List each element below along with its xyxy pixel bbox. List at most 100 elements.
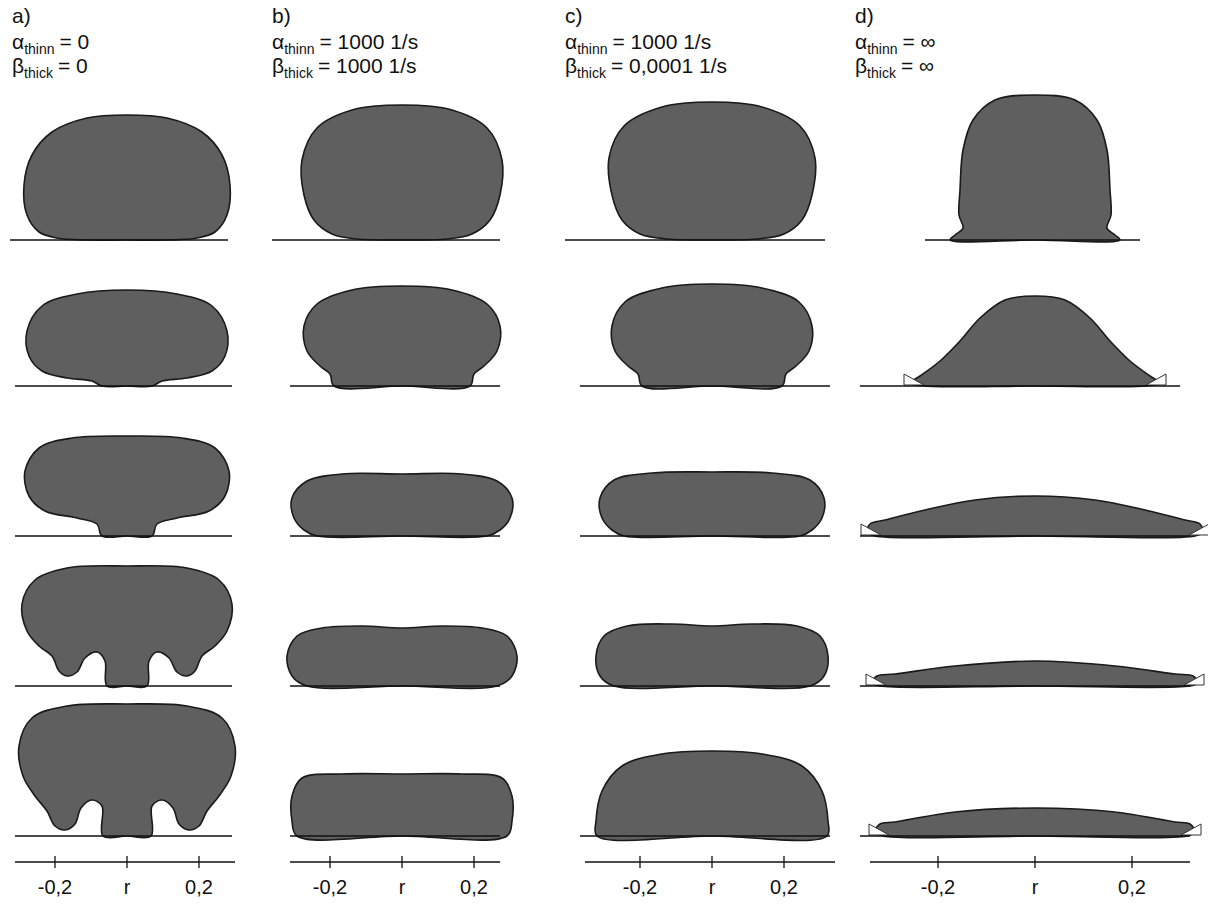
substrate-line bbox=[925, 239, 1140, 240]
drop-profile bbox=[595, 751, 829, 841]
drop-profile bbox=[303, 286, 500, 389]
axis-line bbox=[290, 861, 500, 862]
substrate-line bbox=[290, 385, 500, 386]
parameter-subscript: thick bbox=[577, 65, 606, 81]
axis-tick bbox=[329, 856, 330, 868]
axis-label: r bbox=[124, 876, 131, 898]
contact-wedge bbox=[1146, 374, 1166, 385]
axis-tick bbox=[639, 856, 640, 868]
substrate-line bbox=[15, 385, 232, 386]
axis-tick bbox=[473, 856, 474, 868]
axis-tick bbox=[401, 856, 402, 868]
axis-tick bbox=[198, 856, 199, 868]
parameter-symbol: α bbox=[565, 30, 577, 53]
contact-wedge bbox=[866, 674, 886, 685]
drop-shapes bbox=[19, 95, 1204, 841]
drop-profile bbox=[910, 296, 1160, 387]
parameter-value: = ∞ bbox=[901, 54, 934, 77]
axis-label: 0,2 bbox=[460, 876, 488, 898]
parameter-symbol: α bbox=[272, 30, 284, 53]
substrate-line bbox=[15, 835, 232, 836]
axis-tick bbox=[783, 856, 784, 868]
substrate-line bbox=[860, 835, 1190, 836]
substrate-line bbox=[580, 685, 830, 686]
axis-label: r bbox=[399, 876, 406, 898]
panel-letter: a) bbox=[12, 4, 31, 27]
parameter-subscript: thinn bbox=[577, 41, 607, 57]
axis-label: 0,2 bbox=[1118, 876, 1146, 898]
axis-label: -0,2 bbox=[921, 876, 955, 898]
axis-tick bbox=[1034, 856, 1035, 868]
axis-label: 0,2 bbox=[770, 876, 798, 898]
parameter-value: = 0 bbox=[58, 54, 88, 77]
panel-letter: d) bbox=[855, 4, 874, 27]
drop-profile bbox=[608, 102, 816, 240]
substrate-line bbox=[860, 385, 1180, 386]
r-axes bbox=[15, 856, 1190, 868]
panel-letter: b) bbox=[272, 4, 291, 27]
contact-wedge bbox=[904, 374, 924, 385]
axis-label: -0,2 bbox=[313, 876, 347, 898]
drop-profile bbox=[867, 496, 1203, 538]
axis-label: r bbox=[1032, 876, 1039, 898]
parameter-subscript: thinn bbox=[284, 41, 314, 57]
parameter-symbol: β bbox=[272, 54, 284, 77]
parameter-value: = 1000 1/s bbox=[318, 54, 417, 77]
drop-profile bbox=[287, 626, 517, 688]
drop-profile bbox=[291, 774, 513, 841]
substrate-line bbox=[272, 239, 500, 240]
axis-label: 0,2 bbox=[185, 876, 213, 898]
drop-profile bbox=[611, 284, 812, 389]
substrate-line bbox=[10, 239, 228, 240]
substrate-lines bbox=[10, 240, 1190, 836]
parameter-subscript: thick bbox=[284, 65, 313, 81]
axis-label: r bbox=[709, 876, 716, 898]
drop-profile bbox=[19, 704, 236, 838]
substrate-line bbox=[860, 535, 1190, 536]
substrate-line bbox=[290, 535, 500, 536]
contact-wedge bbox=[1181, 824, 1201, 835]
axis-tick bbox=[1131, 856, 1132, 868]
axis-tick bbox=[937, 856, 938, 868]
drop-profile bbox=[599, 472, 825, 538]
axis-tick bbox=[711, 856, 712, 868]
parameter-subscript: thick bbox=[24, 65, 53, 81]
drop-profile bbox=[24, 115, 231, 240]
panel-letter: c) bbox=[565, 4, 583, 27]
drop-profile bbox=[22, 566, 233, 688]
substrate-line bbox=[15, 685, 232, 686]
drop-profile bbox=[291, 473, 513, 537]
axis-tick bbox=[126, 856, 127, 868]
parameter-subscript: thinn bbox=[24, 41, 54, 57]
axis-tick bbox=[54, 856, 55, 868]
axis-label: -0,2 bbox=[623, 876, 657, 898]
parameter-subscript: thinn bbox=[867, 41, 897, 57]
axis-line bbox=[870, 861, 1190, 862]
parameter-subscript: thick bbox=[867, 65, 896, 81]
drop-profile bbox=[301, 105, 503, 240]
contact-wedge bbox=[1184, 674, 1204, 685]
parameter-value: = ∞ bbox=[903, 30, 936, 53]
parameter-value: = 1000 1/s bbox=[613, 30, 712, 53]
drop-profile bbox=[26, 290, 228, 387]
contact-wedge bbox=[869, 824, 889, 835]
parameter-line: βthick= 0,0001 1/s bbox=[565, 54, 727, 85]
parameter-line: βthick = 1000 1/s bbox=[272, 54, 417, 85]
substrate-line bbox=[290, 835, 500, 836]
drop-profile bbox=[872, 661, 1198, 688]
substrate-line bbox=[565, 239, 825, 240]
parameter-symbol: α bbox=[12, 30, 24, 53]
substrate-line bbox=[860, 685, 1190, 686]
contact-wedge bbox=[1189, 524, 1208, 535]
parameter-symbol: β bbox=[12, 54, 24, 77]
parameter-line: βthick = ∞ bbox=[855, 54, 934, 85]
drop-profile bbox=[950, 95, 1120, 242]
drop-profile bbox=[24, 436, 229, 538]
substrate-line bbox=[580, 385, 830, 386]
parameter-symbol: β bbox=[855, 54, 867, 77]
drop-profile bbox=[875, 808, 1195, 838]
parameter-value: = 0,0001 1/s bbox=[611, 54, 727, 77]
substrate-line bbox=[580, 835, 830, 836]
parameter-line: βthick = 0 bbox=[12, 54, 88, 85]
